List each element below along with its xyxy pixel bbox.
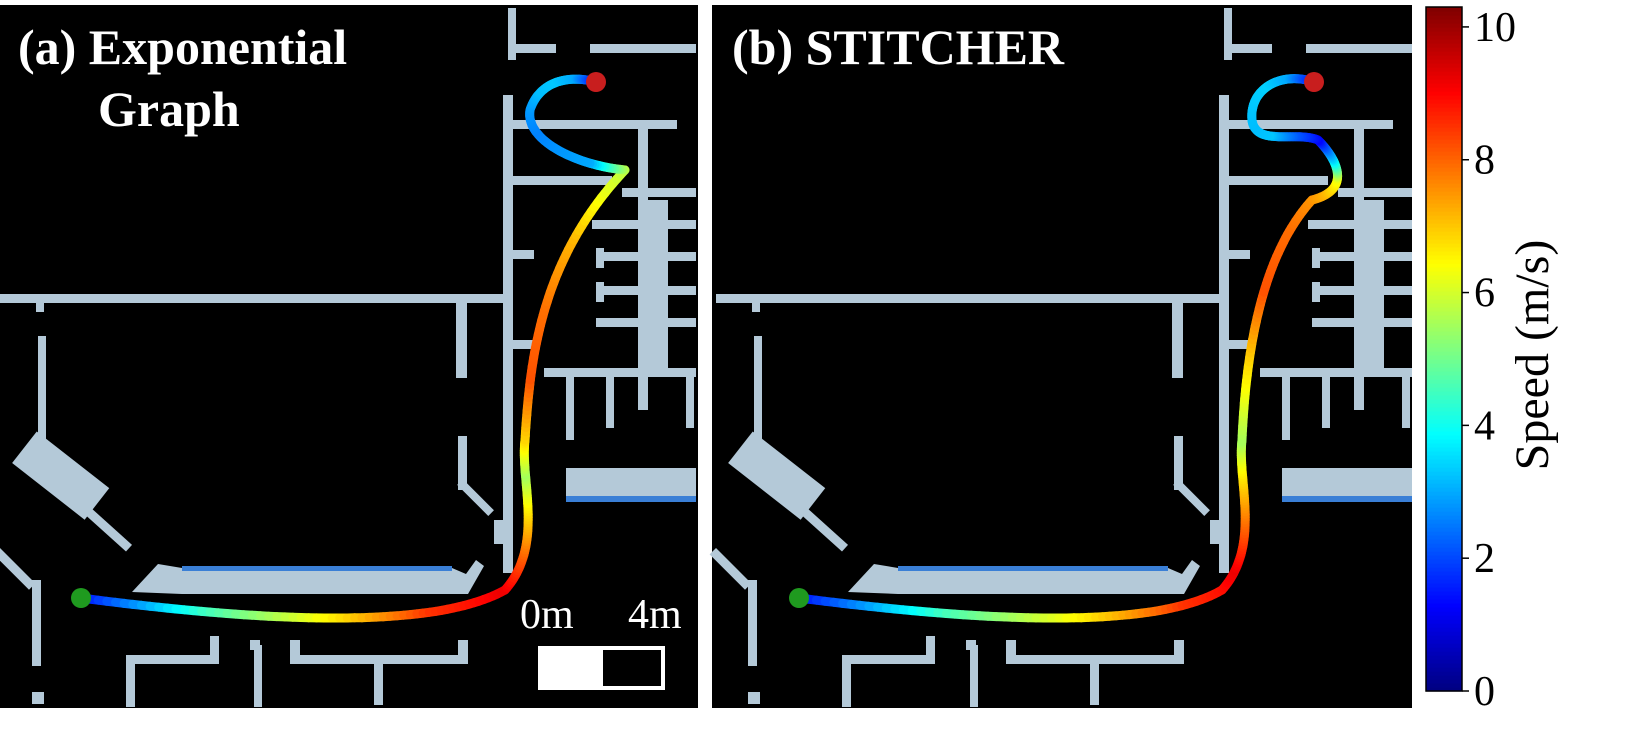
colorbar-gradient [1426, 7, 1462, 692]
scale-bar-start-label: 0m [520, 592, 574, 638]
panel-b-title-line1: (b) STITCHER [732, 19, 1065, 75]
panel-b: (b) STITCHER [709, 5, 1412, 708]
colorbar-ticks: 0 2 4 6 8 10 [1462, 5, 1516, 715]
scale-bar-end-label: 4m [628, 592, 682, 638]
colorbar-label: Speed (m/s) [1506, 240, 1559, 471]
colorbar-frame [1425, 6, 1463, 692]
panel-a-title-line1: (a) Exponential [18, 19, 347, 75]
colorbar-tick-label: 6 [1474, 271, 1495, 317]
panel-a: (a) Exponential Graph 0m 4m [0, 5, 698, 708]
colorbar-tick-label: 0 [1474, 669, 1495, 715]
goal-marker-a [586, 72, 606, 92]
scale-bar: 0m 4m [520, 592, 682, 690]
trajectory-a [76, 74, 630, 623]
colorbar-tick-label: 2 [1474, 536, 1495, 582]
colorbar-tick-label: 10 [1474, 5, 1516, 51]
panel-a-title-line2: Graph [98, 81, 240, 137]
colorbar-tick-label: 8 [1474, 138, 1495, 184]
start-marker-b [789, 588, 809, 608]
colorbar-tick-label: 4 [1474, 403, 1495, 449]
colorbar: 0 2 4 6 8 10 Speed (m/s) [1425, 5, 1559, 715]
goal-marker-b [1304, 72, 1324, 92]
scale-bar-fill [540, 648, 603, 688]
start-marker-a [71, 588, 91, 608]
